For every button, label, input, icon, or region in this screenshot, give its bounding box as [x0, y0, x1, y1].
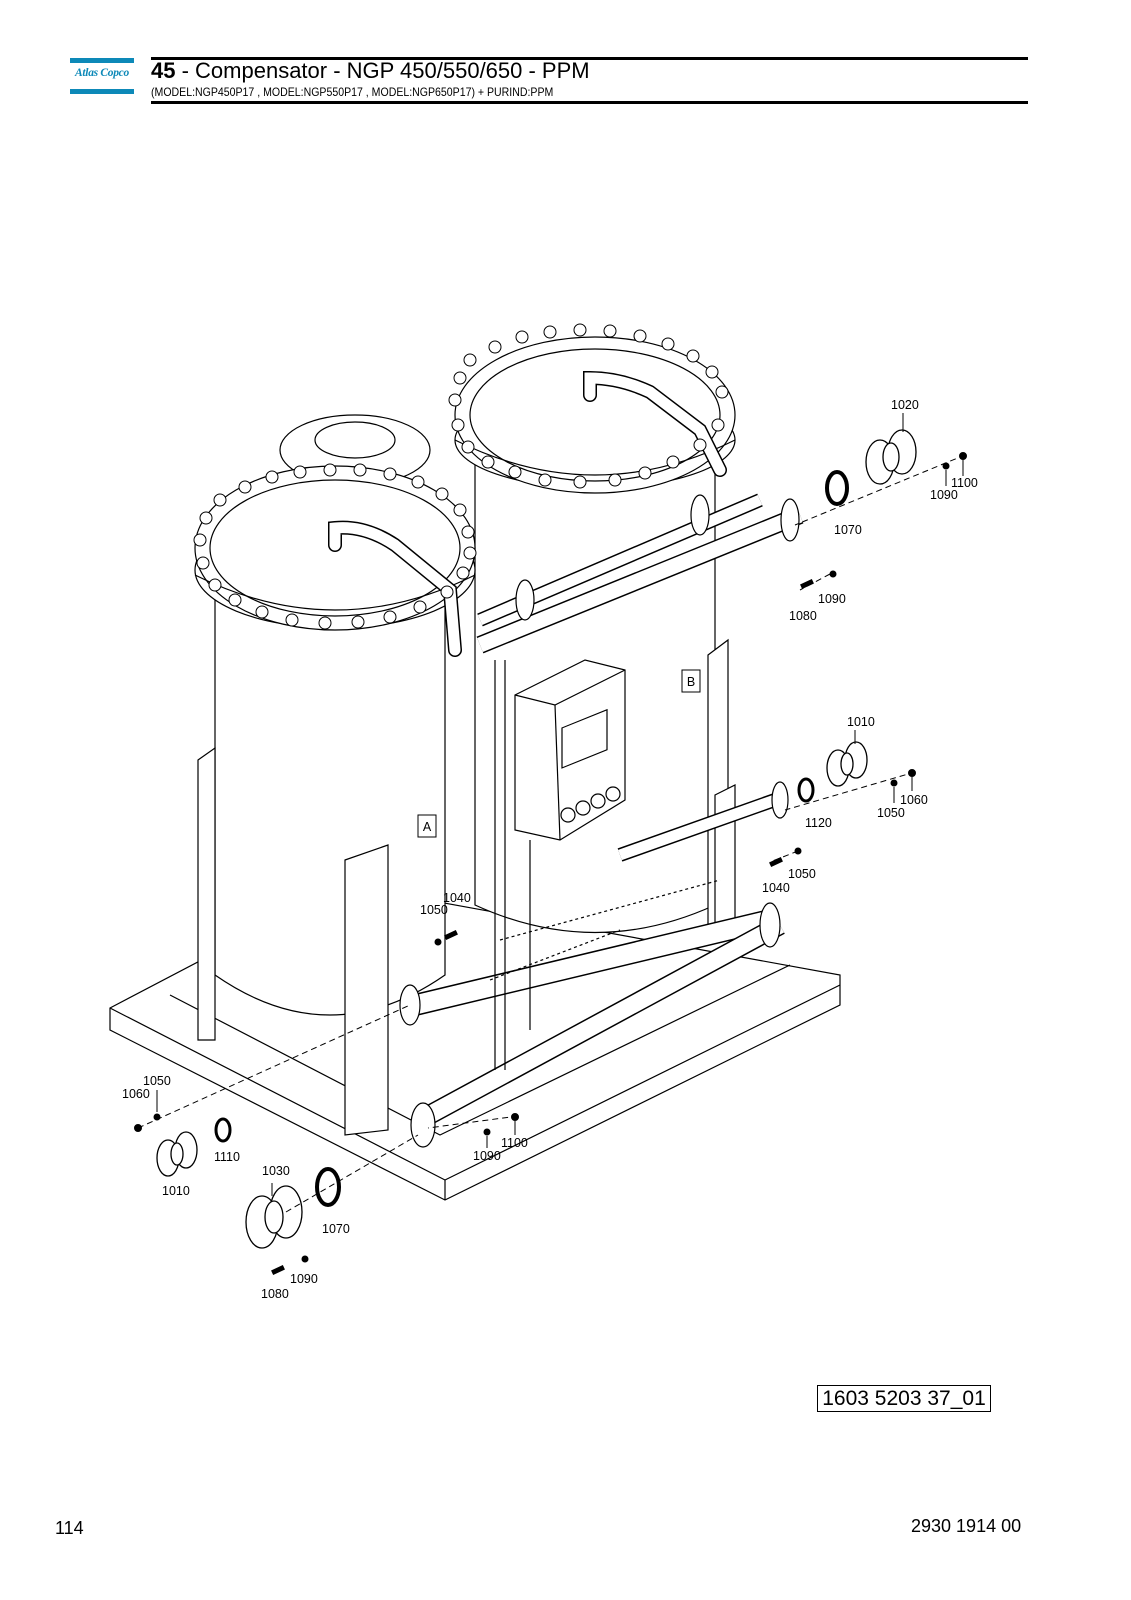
tank-a — [194, 465, 476, 1016]
callout-1010-left: 1010 — [162, 1184, 190, 1198]
logo-bar-top — [70, 58, 134, 63]
top-manifold — [476, 493, 804, 654]
callout-1080-lower: 1080 — [261, 1287, 289, 1301]
callout-1100-bottom: 1100 — [501, 1136, 528, 1150]
bottom-manifold — [399, 879, 785, 1148]
support-legs — [197, 638, 736, 1136]
gasket-1070b — [315, 1167, 341, 1207]
drawing-reference-number: 1603 5203 37_01 — [817, 1385, 991, 1412]
title-text: - Compensator - NGP 450/550/650 - PPM — [175, 58, 590, 83]
page-subtitle: (MODEL:NGP450P17 , MODEL:NGP550P17 , MOD… — [151, 85, 554, 99]
control-cabinet — [514, 659, 626, 841]
section-number: 45 — [151, 58, 176, 83]
callout-1090-bottom: 1090 — [473, 1149, 501, 1163]
callout-1060-lower: 1060 — [122, 1087, 150, 1101]
callout-labels: 1020 1100 1090 1070 1090 1080 1010 1060 … — [122, 398, 978, 1301]
callout-1050-lower: 1050 — [143, 1074, 171, 1088]
gasket-1120 — [797, 777, 815, 803]
callout-1040-left: 1040 — [443, 891, 471, 905]
gasket-1070a — [825, 470, 849, 506]
tank-marker-a: A — [423, 820, 432, 834]
atlas-copco-logo: Atlas Copco — [70, 58, 134, 94]
page-number: 114 — [55, 1518, 84, 1538]
logo-text: Atlas Copco — [75, 67, 129, 79]
middle-pipe — [617, 781, 789, 862]
gasket-1110 — [214, 1117, 232, 1143]
callout-1010-right: 1010 — [847, 715, 875, 729]
callout-1060-right: 1060 — [900, 793, 928, 807]
tank-marker-b: B — [687, 675, 695, 689]
callout-1070-upper: 1070 — [834, 523, 862, 537]
header-rule-top — [151, 57, 1028, 60]
logo-bar-bottom — [70, 89, 134, 94]
fasteners — [134, 452, 967, 1276]
callout-1050-left: 1050 — [420, 903, 448, 917]
document-number: 2930 1914 00 — [911, 1516, 1022, 1536]
header-rule-bottom — [151, 101, 1028, 104]
page-title: 45 - Compensator - NGP 450/550/650 - PPM — [151, 58, 590, 84]
flange-bolts — [193, 323, 729, 630]
tank-markers: A B — [417, 669, 701, 838]
callout-1070-lower: 1070 — [322, 1222, 350, 1236]
callout-1080-upper: 1080 — [789, 609, 817, 623]
callout-1030: 1030 — [262, 1164, 290, 1178]
callout-1020: 1020 — [891, 398, 919, 412]
callout-1050-right: 1050 — [877, 806, 905, 820]
callout-1100-upper: 1100 — [951, 476, 978, 490]
leader-lines — [156, 413, 964, 1196]
callout-1040-right: 1040 — [762, 881, 790, 895]
compensator-1030 — [245, 1185, 303, 1249]
callout-1050-mid: 1050 — [788, 867, 816, 881]
compensator-1020 — [865, 429, 917, 485]
callout-1090-right: 1090 — [818, 592, 846, 606]
callout-1090-upper: 1090 — [930, 488, 958, 502]
callout-1090-lower: 1090 — [290, 1272, 318, 1286]
vertical-pipes — [494, 660, 531, 1070]
callout-1110: 1110 — [214, 1150, 240, 1164]
compensator-1010b — [156, 1131, 198, 1177]
callout-1120: 1120 — [805, 816, 832, 830]
compensator-1010a — [826, 741, 868, 787]
assembly-lines — [137, 454, 966, 1213]
